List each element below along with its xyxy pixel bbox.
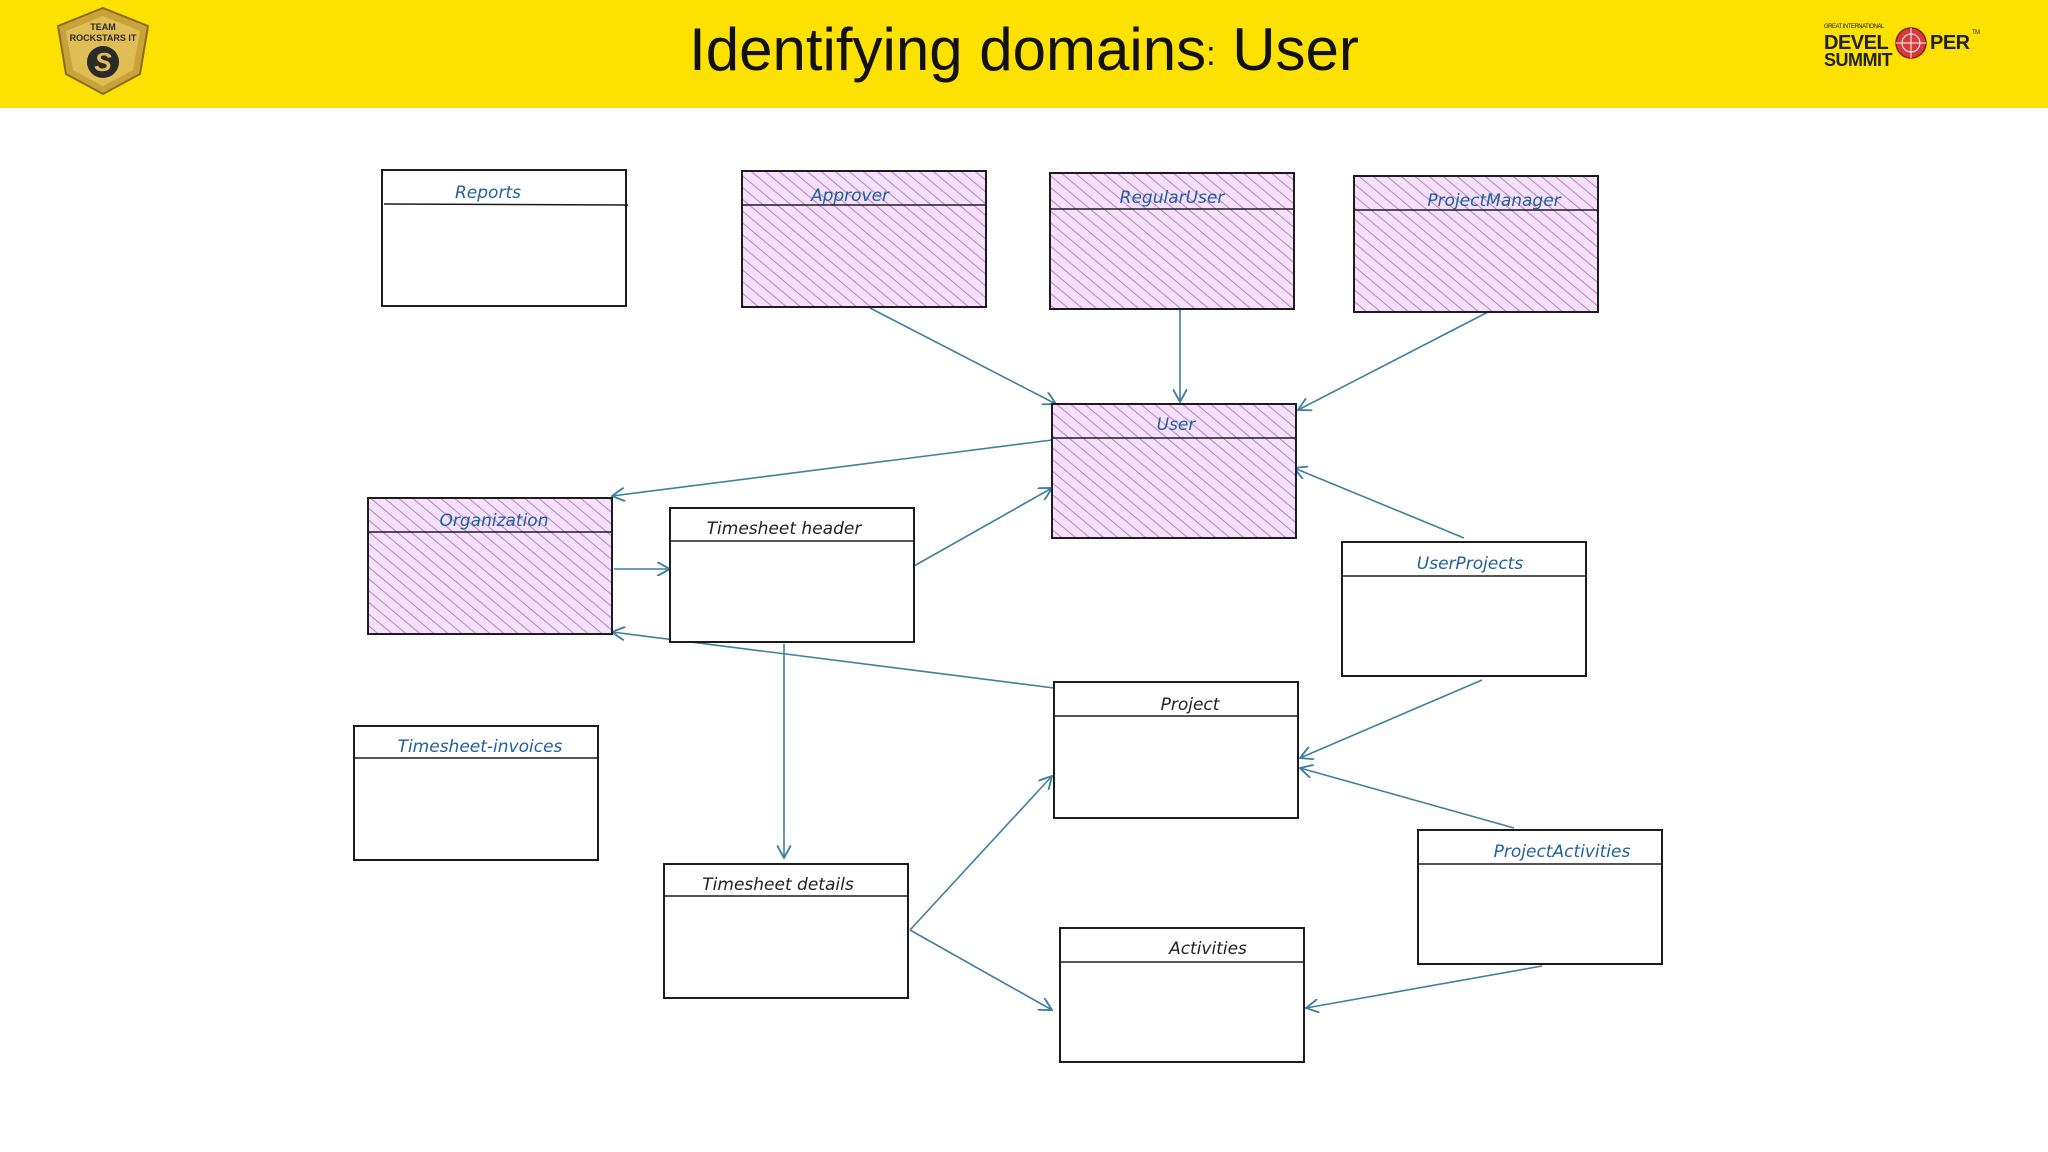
arrow-projectmanager-user — [1298, 311, 1489, 410]
rockstars-logo: TEAM ROCKSTARS IT S — [56, 6, 150, 96]
developer-summit-logo: GREAT INTERNATIONAL DEVEL PER TM SUMMIT — [1822, 24, 1982, 74]
logo-tm: TM — [1972, 30, 1980, 36]
entity-projectmanager: ProjectManager — [1353, 175, 1599, 313]
logo-developer-b: PER — [1930, 32, 1970, 54]
entity-label-regularuser: RegularUser — [1120, 188, 1226, 208]
entity-label-user: User — [1157, 415, 1197, 435]
entity-timesheet-header: Timesheet header — [669, 507, 915, 643]
entity-label-organization: Organization — [440, 511, 549, 531]
entity-projectactivities: ProjectActivities — [1417, 829, 1663, 965]
entity-user: User — [1051, 403, 1297, 539]
entity-label-activities: Activities — [1168, 939, 1247, 959]
arrow-projectactivities-activities — [1306, 965, 1543, 1008]
arrow-userprojects-project — [1300, 679, 1483, 758]
logo-summit: SUMMIT — [1824, 50, 1893, 70]
entity-label-projectactivities: ProjectActivities — [1494, 842, 1631, 862]
entity-label-timesheet-header: Timesheet header — [707, 519, 863, 539]
arrow-userprojects-user — [1294, 468, 1465, 539]
arrow-timesheetdetails-activities — [909, 929, 1052, 1010]
entity-timesheet-invoices: Timesheet-invoices — [353, 725, 599, 861]
entity-label-reports: Reports — [455, 183, 521, 203]
entity-timesheet-details: Timesheet details — [663, 863, 909, 999]
entity-userprojects: UserProjects — [1341, 541, 1587, 677]
logo-text-team: TEAM — [90, 22, 116, 32]
entity-reports: Reports — [381, 169, 629, 307]
logo-mark: S — [94, 47, 112, 77]
logo-emblem — [87, 46, 119, 78]
entity-organization: Organization — [367, 497, 613, 635]
title-colon: : — [1206, 35, 1216, 74]
entity-label-project: Project — [1161, 695, 1221, 715]
entity-boxes: Reports Approver RegularUser ProjectMana… — [353, 169, 1663, 1063]
logo-developer-a: DEVEL — [1824, 32, 1889, 54]
entity-label-projectmanager: ProjectManager — [1427, 191, 1561, 211]
logo-text-rockstars: ROCKSTARS IT — [70, 33, 137, 43]
entity-activities: Activities — [1059, 927, 1305, 1063]
arrow-timesheetheader-user — [913, 488, 1052, 567]
logo-small-text: GREAT INTERNATIONAL — [1824, 24, 1884, 30]
entity-project: Project — [1053, 681, 1299, 819]
entity-label-timesheet-invoices: Timesheet-invoices — [398, 737, 563, 757]
title-tail: User — [1215, 16, 1359, 83]
arrow-approver-user — [869, 307, 1056, 404]
entity-label-timesheet-details: Timesheet details — [702, 875, 854, 895]
arrow-timesheetdetails-project — [909, 776, 1052, 931]
entity-label-approver: Approver — [810, 186, 890, 206]
entity-approver: Approver — [741, 170, 987, 308]
slide-title: Identifying domains: User — [0, 10, 2048, 94]
slide-header — [0, 0, 2048, 108]
arrow-projectactivities-project — [1300, 768, 1515, 829]
entity-label-userprojects: UserProjects — [1417, 554, 1524, 574]
entity-regularuser: RegularUser — [1049, 172, 1295, 310]
globe-icon — [1895, 27, 1927, 59]
arrow-user-organization — [612, 439, 1053, 496]
title-main: Identifying domains — [689, 16, 1207, 83]
relations — [612, 307, 1543, 1010]
